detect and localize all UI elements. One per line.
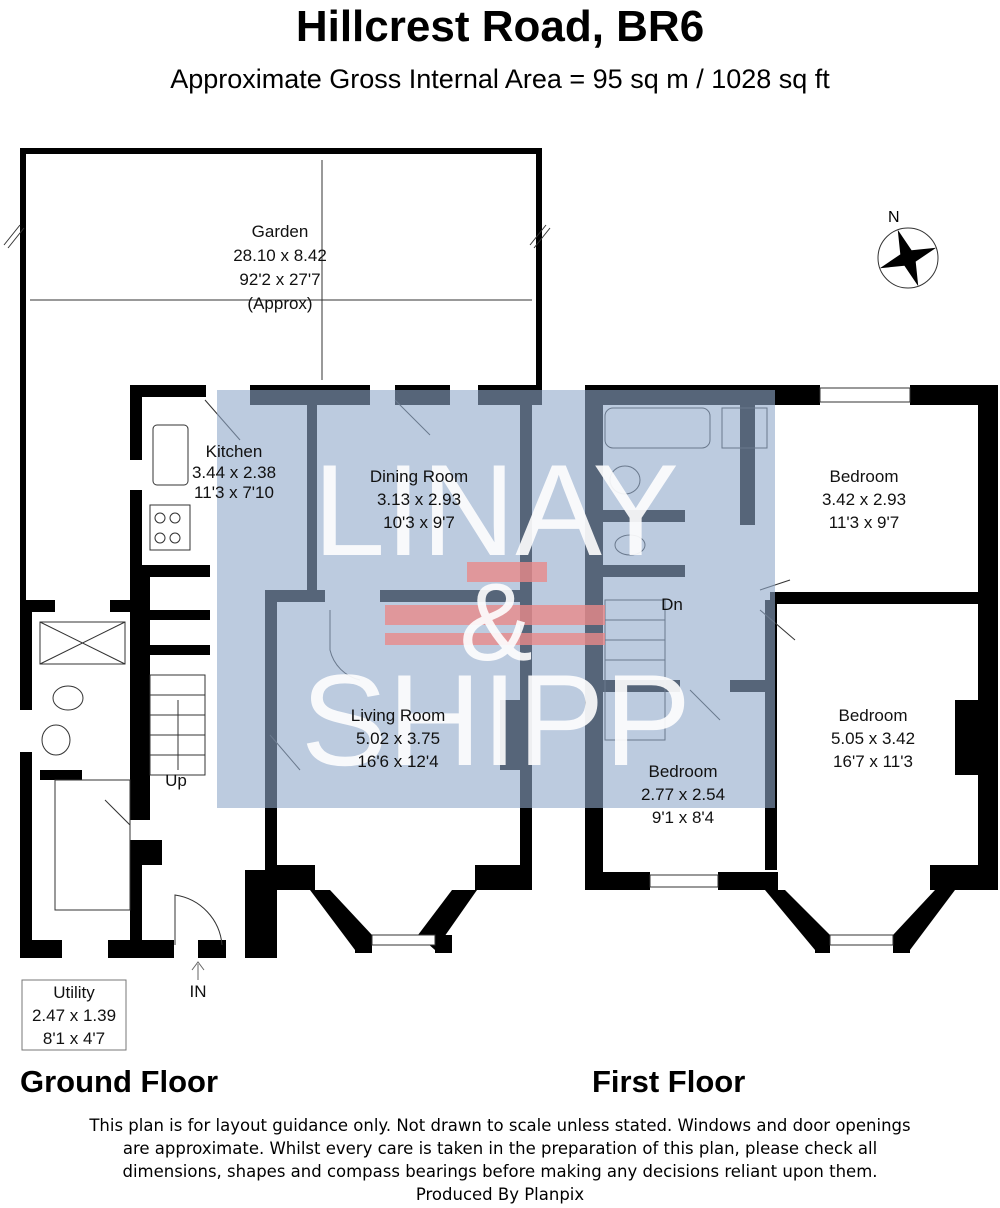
room-label-bedroom-2: Bedroom 5.05 x 3.42 16'7 x 11'3 bbox=[831, 706, 915, 771]
stairs-down-label: Dn bbox=[661, 595, 683, 614]
svg-text:5.05 x 3.42: 5.05 x 3.42 bbox=[831, 729, 915, 748]
svg-text:28.10 x 8.42: 28.10 x 8.42 bbox=[233, 246, 327, 265]
svg-text:Dining Room: Dining Room bbox=[370, 467, 468, 486]
watermark-line2: & bbox=[459, 561, 532, 684]
room-label-bedroom-1: Bedroom 3.42 x 2.93 11'3 x 9'7 bbox=[822, 467, 906, 532]
svg-text:11'3 x 7'10: 11'3 x 7'10 bbox=[194, 483, 274, 502]
disclaimer-line: dimensions, shapes and compass bearings … bbox=[122, 1162, 878, 1181]
svg-text:2.47 x 1.39: 2.47 x 1.39 bbox=[32, 1006, 116, 1025]
disclaimer: This plan is for layout guidance only. N… bbox=[60, 1114, 940, 1206]
svg-text:(Approx): (Approx) bbox=[247, 294, 312, 313]
room-label-garden: Garden 28.10 x 8.42 92'2 x 27'7 (Approx) bbox=[233, 222, 327, 313]
svg-text:2.77 x 2.54: 2.77 x 2.54 bbox=[641, 785, 725, 804]
svg-text:Living Room: Living Room bbox=[351, 706, 446, 725]
page-title: Hillcrest Road, BR6 bbox=[295, 2, 705, 51]
room-label-utility: Utility 2.47 x 1.39 8'1 x 4'7 bbox=[32, 983, 116, 1048]
svg-text:9'1 x 8'4: 9'1 x 8'4 bbox=[652, 808, 714, 827]
svg-text:Garden: Garden bbox=[252, 222, 309, 241]
svg-text:3.13 x 2.93: 3.13 x 2.93 bbox=[377, 490, 461, 509]
disclaimer-line: This plan is for layout guidance only. N… bbox=[89, 1116, 911, 1135]
svg-text:8'1 x 4'7: 8'1 x 4'7 bbox=[43, 1029, 105, 1048]
garden-outline bbox=[3, 148, 551, 600]
compass-icon: N bbox=[877, 209, 939, 289]
room-label-living-room: Living Room 5.02 x 3.75 16'6 x 12'4 bbox=[351, 706, 446, 771]
svg-text:3.42 x 2.93: 3.42 x 2.93 bbox=[822, 490, 906, 509]
svg-text:92'2 x 27'7: 92'2 x 27'7 bbox=[239, 270, 320, 289]
first-floor-label: First Floor bbox=[592, 1064, 746, 1099]
stairs-up-label: Up bbox=[165, 771, 187, 790]
svg-text:3.44 x 2.38: 3.44 x 2.38 bbox=[192, 463, 276, 482]
room-label-kitchen: Kitchen 3.44 x 2.38 11'3 x 7'10 bbox=[192, 442, 276, 502]
svg-text:Utility: Utility bbox=[53, 983, 95, 1002]
svg-text:10'3 x 9'7: 10'3 x 9'7 bbox=[383, 513, 455, 532]
svg-text:Bedroom: Bedroom bbox=[830, 467, 899, 486]
ground-floor-label: Ground Floor bbox=[20, 1064, 219, 1099]
room-label-dining-room: Dining Room 3.13 x 2.93 10'3 x 9'7 bbox=[370, 467, 468, 532]
svg-text:16'6 x 12'4: 16'6 x 12'4 bbox=[357, 752, 438, 771]
compass-north-label: N bbox=[888, 209, 900, 226]
area-subtitle: Approximate Gross Internal Area = 95 sq … bbox=[170, 64, 830, 94]
svg-text:11'3 x 9'7: 11'3 x 9'7 bbox=[829, 513, 899, 532]
watermark-line3: SHIPP bbox=[301, 647, 691, 793]
disclaimer-credit: Produced By Planpix bbox=[415, 1185, 585, 1204]
disclaimer-line: are approximate. Whilst every care is ta… bbox=[122, 1139, 878, 1158]
room-label-bedroom-3: Bedroom 2.77 x 2.54 9'1 x 8'4 bbox=[641, 762, 725, 827]
watermark: LINAY & SHIPP bbox=[217, 390, 775, 808]
watermark-line1: LINAY bbox=[313, 437, 679, 583]
entrance-label: IN bbox=[190, 982, 207, 1001]
svg-text:Bedroom: Bedroom bbox=[649, 762, 718, 781]
svg-text:16'7 x 11'3: 16'7 x 11'3 bbox=[833, 752, 913, 771]
svg-text:5.02 x 3.75: 5.02 x 3.75 bbox=[356, 729, 440, 748]
svg-text:Kitchen: Kitchen bbox=[206, 442, 263, 461]
svg-text:Bedroom: Bedroom bbox=[839, 706, 908, 725]
